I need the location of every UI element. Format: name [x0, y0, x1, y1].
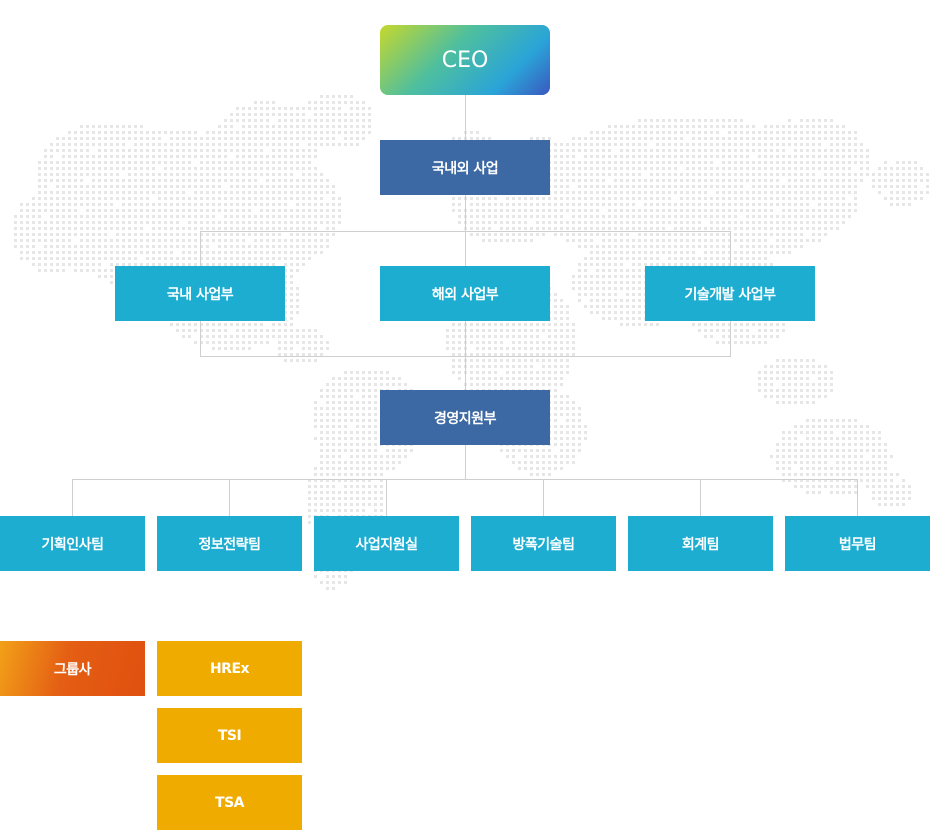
group-company-hrex: HREx	[157, 641, 302, 696]
connector-support-teams	[465, 445, 466, 480]
team-drop-connector	[229, 479, 230, 516]
group-companies-label: 그룹사	[0, 641, 145, 696]
business-node: 국내외 사업	[380, 140, 550, 195]
team-drop-connector	[72, 479, 73, 516]
team-drop-connector	[857, 479, 858, 516]
division-tech-development: 기술개발 사업부	[645, 266, 815, 321]
team-planning-hr: 기획인사팀	[0, 516, 145, 571]
team-legal: 법무팀	[785, 516, 930, 571]
team-info-strategy: 정보전략팀	[157, 516, 302, 571]
team-explosion-proof: 방폭기술팀	[471, 516, 616, 571]
team-drop-connector	[386, 479, 387, 516]
group-company-tsi: TSI	[157, 708, 302, 763]
team-drop-connector	[700, 479, 701, 516]
team-business-support: 사업지원실	[314, 516, 459, 571]
support-node: 경영지원부	[380, 390, 550, 445]
ceo-node: CEO	[380, 25, 550, 95]
team-drop-connector	[543, 479, 544, 516]
division-domestic: 국내 사업부	[115, 266, 285, 321]
team-accounting: 회계팀	[628, 516, 773, 571]
division-overseas: 해외 사업부	[380, 266, 550, 321]
group-company-tsa: TSA	[157, 775, 302, 830]
connector-ceo-business	[465, 95, 466, 140]
teams-horizontal-connector	[72, 479, 858, 480]
